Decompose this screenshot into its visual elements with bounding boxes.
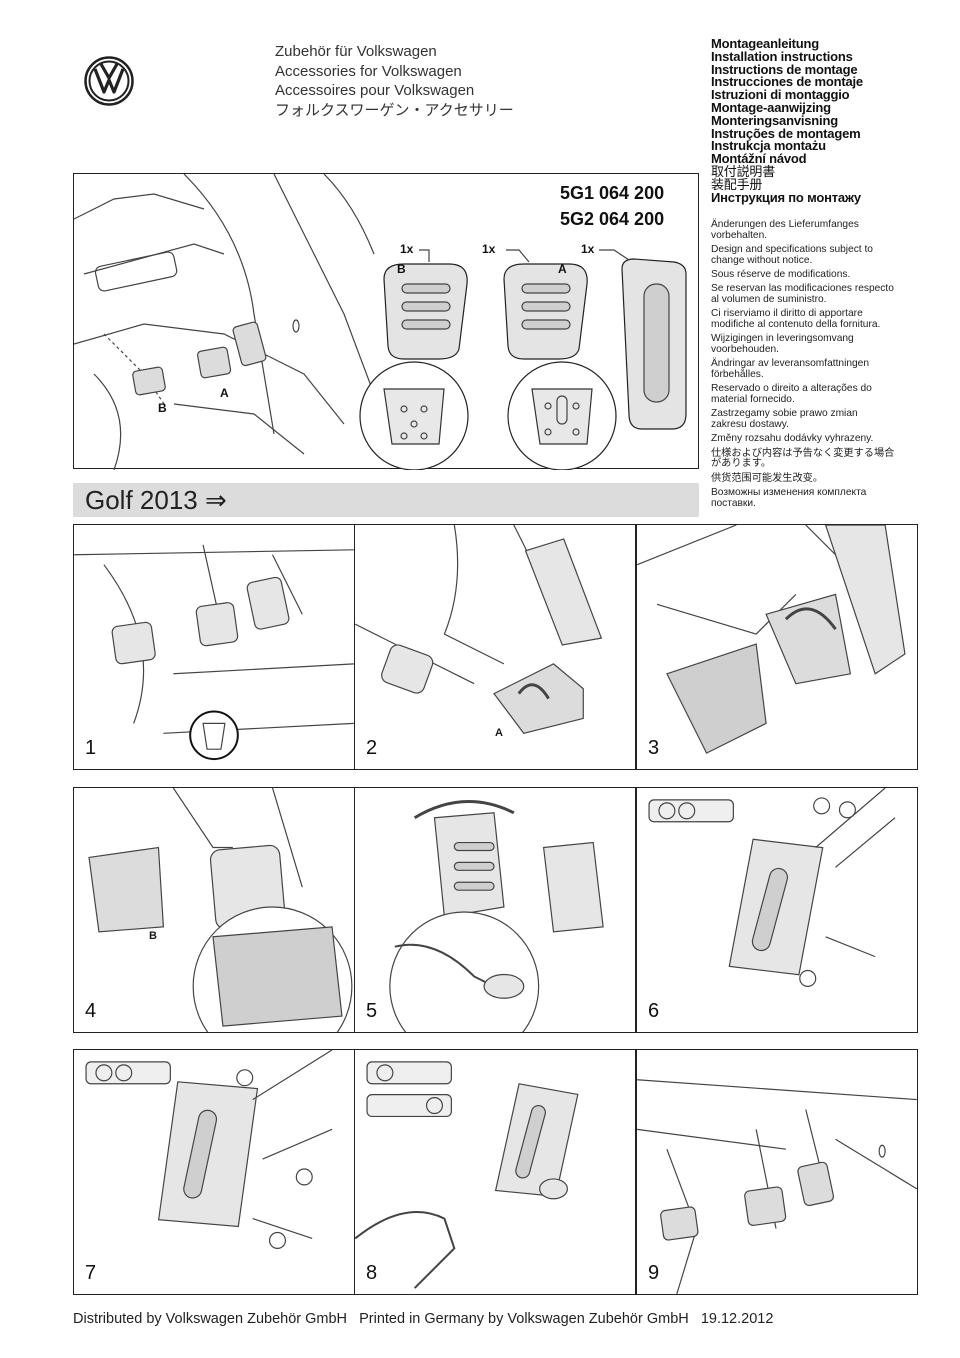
step-part-letter: A [495,727,503,739]
title-line: Installation instructions [711,48,853,64]
notice-line: Ändringar av leveransomfattningen förbeh… [711,358,870,380]
header-line: フォルクスワーゲン・アクセサリー [275,101,514,119]
step-illustration [74,544,354,761]
step-illustration [648,788,896,987]
step-panel-9: 9 [636,1049,918,1295]
notice-line: Sous réserve de modifications. [711,268,851,280]
title-line: Montage-aanwijzing [711,99,831,115]
step-panel-5: 5 [354,787,636,1033]
qty-label: 1x [482,242,496,256]
notice-line: Ci riserviamo il diritto di apportare mo… [711,308,881,330]
title-line: Istruzioni di montaggio [711,87,850,103]
part-numbers: 5G1 064 200 5G2 064 200 [560,180,664,232]
qty-label: 1x [581,242,595,256]
vw-logo [84,56,134,106]
part-letter: A [558,262,567,276]
notice-line: Änderungen des Lieferumfanges vorbehalte… [711,219,859,241]
title-line: Montážní návod [711,151,807,167]
step-illustration [637,1079,917,1294]
title-line: Instruções de montagem [711,125,861,141]
step-illustration [85,1050,333,1249]
qty-label: 1x [400,242,414,256]
notice-line: Reservado o direito a alterações do mate… [711,383,872,405]
step-number: 3 [648,737,660,759]
step-illustration [389,800,604,1032]
overview-illustration: 1x 1x 1x B A B A [74,174,687,470]
header-line: Accessoires pour Volkswagen [275,82,475,99]
step-panel-7: 7 [73,1049,355,1295]
title-line: Instrucciones de montaje [711,74,863,90]
notice-line: Design and specifications subject to cha… [711,243,873,266]
step-panel-8: 8 [354,1049,636,1295]
step-illustration [88,788,353,1032]
step-panel-3: 3 [636,524,918,770]
notice-line: 仕様および内容は予告なく変更する場合があります。 [711,447,895,470]
title-line: Instructions de montage [711,61,858,77]
step-panel-6: 6 [636,787,918,1033]
change-notices: Änderungen des Lieferumfanges vorbehalte… [711,219,896,513]
title-line: Instrukcja montażu [711,138,826,154]
step-number: 6 [648,1000,660,1022]
notice-line: 供货范围可能发生改变。 [711,472,824,484]
notice-line: Se reservan las modificaciones respecto … [711,283,894,305]
step-number: 9 [648,1262,660,1284]
header-line: Zubehör für Volkswagen [275,43,437,60]
parts-overview: 1x 1x 1x B A B A [73,173,699,470]
title-line: Monteringsanvisning [711,112,838,128]
title-line: 取付説明書 [711,163,776,179]
notice-line: Возможны изменения комплекта поставки. [711,487,867,509]
model-title: Golf 2013 ⇒ [85,485,227,515]
accessories-header: Zubehör für Volkswagen Accessories for V… [275,42,514,120]
part-number: 5G1 064 200 [560,183,665,203]
step-panel-1: 1 [73,524,355,770]
notice-line: Wijzigingen in leveringsomvang voorbehou… [711,333,854,355]
notice-line: Zastrzegamy sobie prawo zmian zakresu do… [711,408,858,430]
notice-line: Změny rozsahu dodávky vyhrazeny. [711,433,874,445]
step-number: 2 [366,737,378,759]
step-number: 1 [85,737,97,759]
step-illustration [355,525,603,734]
header-line: Accessories for Volkswagen [275,62,462,80]
step-number: 4 [85,1000,97,1022]
title-line: Инструкция по монтажу [711,189,861,205]
title-line: Montageanleitung [711,36,820,51]
title-line: 装配手册 [711,176,763,192]
step-number: 8 [366,1262,378,1284]
step-illustration [355,1061,579,1289]
step-illustration [637,525,906,754]
model-band [73,483,699,517]
car-pedal-letter: B [158,401,167,415]
part-letter: B [397,262,406,276]
step-number: 5 [366,1000,378,1022]
part-number: 5G2 064 200 [560,209,665,229]
footer-distribution: Distributed by Volkswagen Zubehör GmbH P… [73,1311,774,1327]
car-pedal-letter: A [220,386,229,400]
step-number: 7 [85,1262,97,1284]
instruction-titles: Montageanleitung Installation instructio… [711,36,863,205]
step-part-letter: B [149,930,157,942]
